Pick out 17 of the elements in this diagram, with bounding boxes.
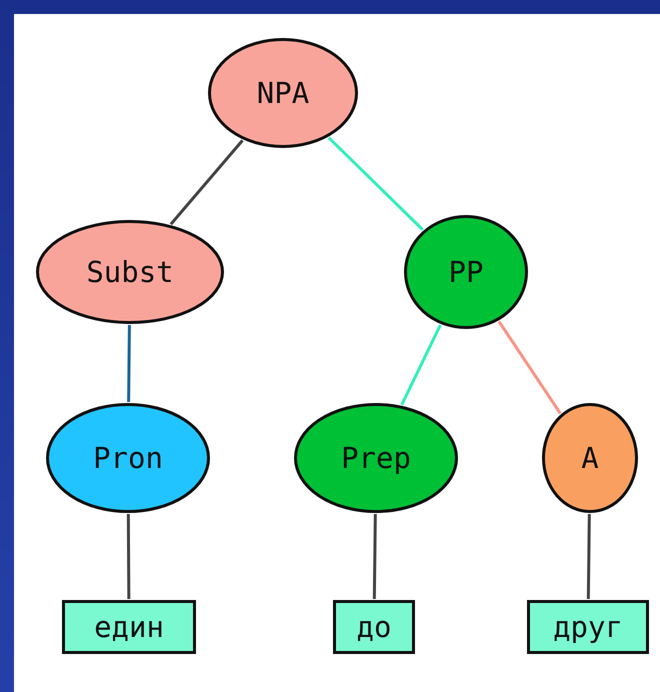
- tree-edge: [372, 514, 377, 600]
- word-text: до: [356, 610, 392, 644]
- tree-edge: [586, 514, 591, 600]
- word-text: един: [94, 610, 164, 644]
- word-text: друг: [553, 610, 623, 644]
- tree-edge: [127, 324, 131, 402]
- tree-edge: [126, 514, 130, 600]
- tree-edge: [400, 324, 442, 406]
- category-label: Pron: [93, 441, 163, 475]
- category-label: PP: [448, 255, 484, 289]
- tree-edge: [170, 139, 244, 226]
- category-label: Subst: [86, 255, 174, 289]
- category-label: NPA: [256, 76, 310, 110]
- tree-edge: [328, 136, 424, 231]
- category-label: A: [581, 441, 599, 475]
- category-label: Prep: [341, 441, 411, 475]
- tree-edge: [498, 320, 562, 414]
